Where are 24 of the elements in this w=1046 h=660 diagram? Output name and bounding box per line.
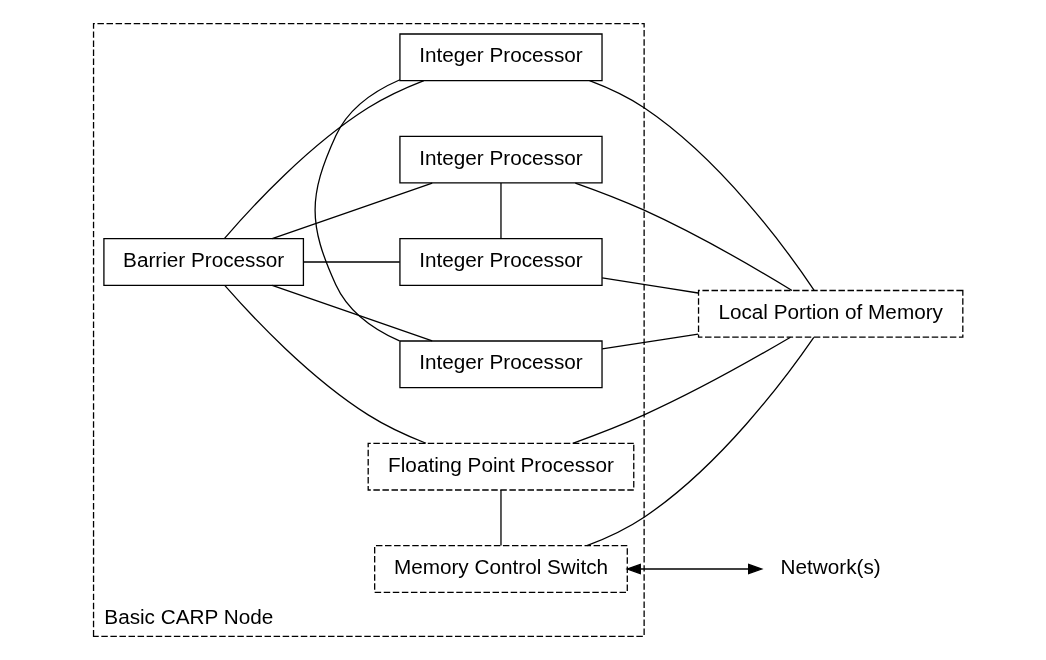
node-box: Integer Processor xyxy=(399,238,603,286)
node-box: Floating Point Processor xyxy=(367,442,635,491)
arrow xyxy=(625,563,764,575)
connector xyxy=(601,277,699,294)
connector xyxy=(500,489,502,547)
connector xyxy=(224,285,427,444)
connector xyxy=(500,182,502,240)
connector xyxy=(271,182,433,240)
connector xyxy=(314,79,401,342)
connector xyxy=(588,80,815,291)
connector xyxy=(223,80,425,240)
connector xyxy=(271,284,433,342)
node-box: Integer Processor xyxy=(399,135,603,184)
connector xyxy=(601,333,699,350)
connector xyxy=(572,336,792,444)
node-box: Local Portion of Memory xyxy=(697,289,964,338)
node-text: Network(s) xyxy=(780,554,881,578)
connector xyxy=(302,261,401,263)
node-box: Integer Processor xyxy=(399,33,603,82)
node-box: Memory Control Switch xyxy=(374,545,628,593)
connector xyxy=(574,182,793,292)
node-box: Integer Processor xyxy=(399,340,603,389)
connector xyxy=(586,336,815,547)
node-box: Barrier Processor xyxy=(103,238,305,286)
